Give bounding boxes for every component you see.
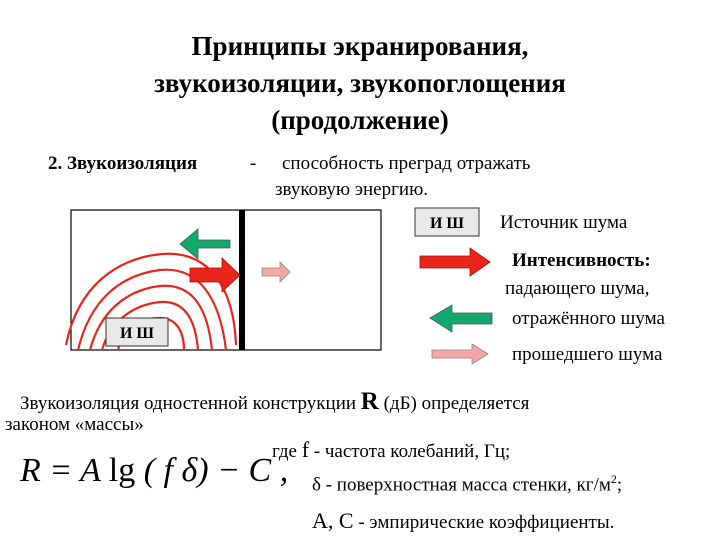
legend-reflected: отражённого шума [512, 308, 665, 330]
delta-text: δ - поверхностная масса стенки, кг/м [312, 474, 611, 495]
explanation-f: где f - частота колебаний, Гц; [272, 437, 510, 463]
delta-end: ; [617, 474, 622, 495]
transmitted-arrow-in-diagram [262, 262, 290, 282]
explanation-ac: A, C - эмпирические коэффициенты. [312, 508, 614, 534]
legend-incident-arrow [420, 248, 490, 276]
reflected-arrow-in-diagram [180, 229, 230, 259]
explanation-delta: δ - поверхностная масса стенки, кг/м2; [312, 472, 622, 496]
source-tag-top: И Ш [415, 208, 479, 236]
law-line-1: Звукоизоляция одностенной конструкции R … [20, 388, 529, 416]
source-tag-top-label: И Ш [430, 215, 464, 232]
law-line-2: законом «массы» [5, 414, 144, 436]
ac-symbol: A, C [312, 508, 354, 533]
incident-arrow-in-diagram [190, 258, 240, 292]
f-text: - частота колебаний, Гц; [314, 441, 511, 462]
wall [239, 210, 245, 350]
f-symbol: f [302, 437, 309, 462]
law-line-1-after: (дБ) определяется [384, 393, 530, 414]
where-prefix: где [272, 441, 297, 462]
legend-incident: падающего шума, [505, 278, 650, 300]
legend-transmitted: прошедшего шума [512, 344, 663, 366]
formula-lhs: R = A [20, 452, 100, 489]
formula-lg: lg [109, 452, 135, 489]
formula-args: ( f δ) − C , [144, 452, 289, 489]
legend-transmitted-arrow [432, 344, 488, 364]
source-tag-left-label: И Ш [120, 325, 154, 342]
mass-law-formula: R = A lg ( f δ) − C , [20, 452, 288, 490]
legend-reflected-arrow [430, 305, 492, 332]
source-tag-left: И Ш [106, 318, 168, 346]
law-symbol-r: R [361, 388, 379, 415]
legend-intensity-header: Интенсивность: [512, 250, 651, 272]
law-line-1-before: Звукоизоляция одностенной конструкции [20, 393, 356, 414]
ac-text: - эмпирические коэффициенты. [358, 512, 614, 533]
legend-source: Источник шума [500, 212, 627, 234]
